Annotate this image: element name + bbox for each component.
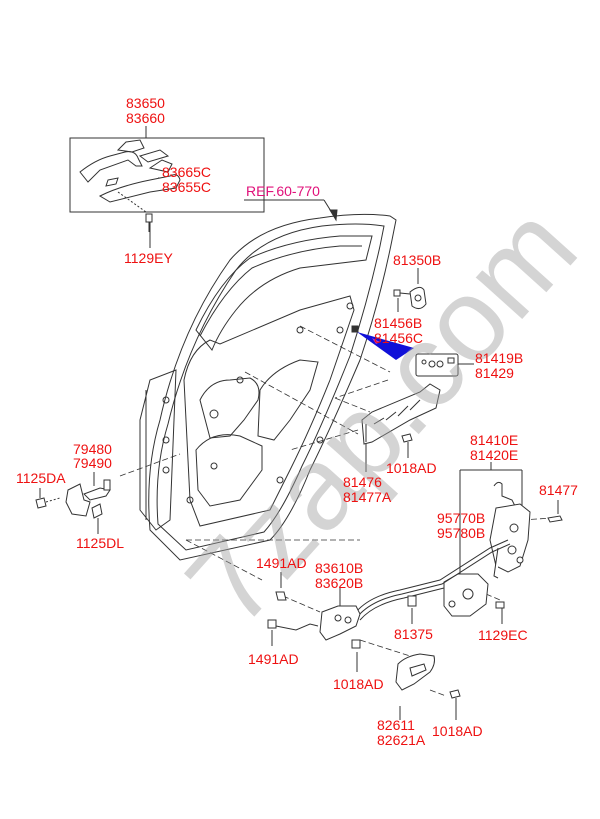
part-label[interactable]: 83610B xyxy=(315,560,364,576)
part-label[interactable]: 81350B xyxy=(393,252,442,268)
part-label[interactable]: 1129EY xyxy=(124,250,173,266)
part-label[interactable]: 82621A xyxy=(377,732,426,748)
part-label[interactable]: 83665C xyxy=(162,164,212,180)
part-label[interactable]: 83655C xyxy=(162,179,212,195)
inside-bezel-icon xyxy=(395,653,435,691)
part-label[interactable]: 79490 xyxy=(73,455,112,471)
part-label[interactable]: 1125DL xyxy=(76,535,125,551)
highlight-wedge xyxy=(357,332,414,360)
part-label[interactable]: 1018AD xyxy=(432,723,483,739)
outside-handle-group-box xyxy=(69,137,265,213)
part-label[interactable]: 79480 xyxy=(73,441,112,457)
clip-icon xyxy=(407,595,417,624)
part-label[interactable]: 81456C xyxy=(374,330,424,346)
part-label[interactable]: 81476 xyxy=(343,474,382,490)
part-label[interactable]: 1018AD xyxy=(333,676,384,692)
part-label[interactable]: 81420E xyxy=(470,447,519,463)
bolt-icon xyxy=(401,433,413,458)
actuator-icon xyxy=(443,573,489,617)
part-label[interactable]: 81477A xyxy=(343,489,392,505)
part-label[interactable]: 81419B xyxy=(475,350,524,366)
bolt-icon xyxy=(495,601,505,624)
outside-handle-icon xyxy=(79,139,181,203)
striker-icon xyxy=(393,286,427,310)
lock-cover-icon xyxy=(415,353,474,377)
bolt-icon xyxy=(351,639,361,649)
part-label[interactable]: 1491AD xyxy=(248,651,299,667)
bolt-icon xyxy=(35,488,61,509)
leader-line xyxy=(117,191,147,213)
part-label[interactable]: 81375 xyxy=(394,626,433,642)
door-checker-icon xyxy=(65,472,111,517)
inside-handle-icon xyxy=(319,605,361,641)
part-label[interactable]: 81456B xyxy=(374,315,423,331)
bolt-icon xyxy=(91,503,103,534)
cable-guard-icon xyxy=(361,383,441,472)
reference-link[interactable]: REF.60-770 xyxy=(246,183,320,199)
bolt-icon xyxy=(145,213,153,232)
part-label[interactable]: 95780B xyxy=(437,525,486,541)
clip-icon xyxy=(275,591,287,601)
part-label[interactable]: 82611 xyxy=(377,717,415,733)
part-label[interactable]: 1129EC xyxy=(478,627,528,643)
bolt-icon xyxy=(547,515,563,523)
part-label[interactable]: 81429 xyxy=(475,365,514,381)
part-label[interactable]: 81410E xyxy=(470,432,519,448)
door-panel-icon xyxy=(139,213,397,561)
part-label[interactable]: 83660 xyxy=(126,110,165,126)
part-label[interactable]: 95770B xyxy=(437,510,486,526)
part-label[interactable]: 81477 xyxy=(539,482,578,498)
bolt-icon xyxy=(449,689,461,699)
part-label[interactable]: 83650 xyxy=(126,95,165,111)
latch-assembly-icon xyxy=(489,481,531,579)
clip-icon xyxy=(267,619,277,629)
part-label[interactable]: 1125DA xyxy=(16,470,66,486)
part-label[interactable]: 1018AD xyxy=(386,460,437,476)
part-label[interactable]: 83620B xyxy=(315,575,364,591)
part-label[interactable]: 1491AD xyxy=(256,555,307,571)
